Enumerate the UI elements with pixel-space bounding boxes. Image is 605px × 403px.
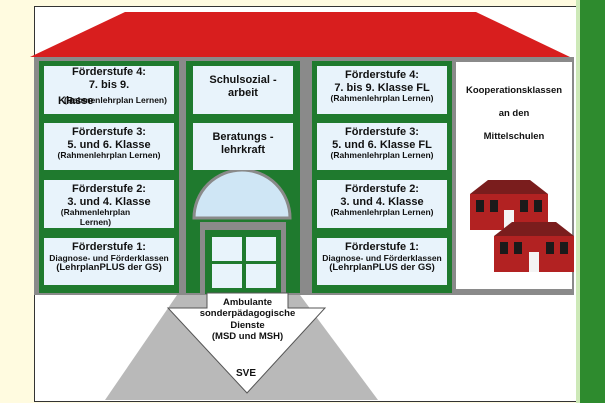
counselor-box: Beratungs - lehrkraft (193, 123, 293, 170)
left-stage-3-line: 5. und 6. Klasse (67, 138, 151, 151)
right-stage-1-line: Diagnose- und Förderklassen (322, 252, 442, 263)
cooperation-line-1: Kooperationsklassen (465, 85, 563, 96)
ambulant-services-label: Ambulante sonderpädagogische Dienste (MS… (170, 297, 325, 343)
right-stage-4-title: Förderstufe 4: (345, 69, 419, 81)
ambulant-line-3: Dienste (230, 319, 265, 331)
ambulant-line-2: sonderpädagogische (199, 308, 296, 320)
left-stage-3-box: Förderstufe 3: 5. und 6. Klasse (Rahmenl… (44, 123, 174, 170)
cooperation-line-3: Mittelschulen (483, 131, 545, 142)
left-stage-3-title: Förderstufe 3: (72, 126, 146, 138)
right-stage-3-line: 5. und 6. Klasse FL (332, 138, 432, 151)
left-stage-2-box: Förderstufe 2: 3. und 4. Klasse (Rahmenl… (44, 180, 174, 228)
ambulant-line-4: (MSD und MSH) (211, 331, 284, 343)
right-stage-1-title: Förderstufe 1: (345, 241, 419, 253)
right-green-bar-inner (576, 0, 580, 403)
right-stage-4-note: (Rahmenlehrplan Lernen) (330, 93, 434, 104)
left-stage-1-title: Förderstufe 1: (72, 241, 146, 253)
right-stage-2-line: 3. und 4. Klasse (340, 195, 424, 208)
roof (30, 12, 570, 57)
left-stage-2-note: (Rahmenlehrplan Lernen) (60, 207, 131, 228)
sve-label: SVE (235, 368, 256, 379)
left-stage-4-line-2: Klasse (58, 95, 94, 107)
social-work-box: Schulsozial - arbeit (193, 66, 293, 114)
left-stage-4-box: Förderstufe 4: 7. bis 9. Klasse (Rahmenl… (44, 66, 174, 114)
left-stage-2-line: 3. und 4. Klasse (67, 195, 151, 208)
school-icon-2 (494, 222, 574, 272)
arch-window (192, 168, 292, 220)
cooperation-label: Kooperationsklassen an den Mittelschulen (457, 85, 571, 142)
counselor-line-1: Beratungs - (212, 131, 274, 143)
right-stage-4-box: Förderstufe 4: 7. bis 9. Klasse FL (Rahm… (317, 66, 447, 114)
right-stage-1-box: Förderstufe 1: Diagnose- und Förderklass… (317, 238, 447, 285)
left-stage-4-title: Förderstufe 4: (72, 66, 146, 78)
left-stage-1-box: Förderstufe 1: Diagnose- und Förderklass… (44, 238, 174, 285)
left-stage-4-note: (Rahmenlehrplan Lernen) (64, 95, 167, 105)
right-green-bar (580, 0, 605, 403)
right-stage-4-line: 7. bis 9. Klasse FL (334, 81, 430, 94)
left-stage-1-note: (LehrplanPLUS der GS) (56, 262, 162, 274)
right-stage-2-title: Förderstufe 2: (345, 183, 419, 195)
left-stage-3-note: (Rahmenlehrplan Lernen) (57, 150, 161, 161)
right-stage-3-note: (Rahmenlehrplan Lernen) (330, 150, 434, 161)
cooperation-line-2: an den (498, 108, 530, 119)
social-work-line-2: arbeit (228, 86, 258, 99)
left-stage-4-line-1: 7. bis 9. (88, 78, 130, 91)
social-work-line-1: Schulsozial - (209, 74, 277, 86)
right-stage-2-note: (Rahmenlehrplan Lernen) (330, 207, 434, 218)
ambulant-line-1: Ambulante (222, 297, 273, 308)
counselor-line-2: lehrkraft (220, 143, 266, 156)
right-stage-3-box: Förderstufe 3: 5. und 6. Klasse FL (Rahm… (317, 123, 447, 170)
down-arrow (166, 292, 327, 394)
right-stage-1-note: (LehrplanPLUS der GS) (329, 262, 435, 274)
left-stage-2-title: Förderstufe 2: (72, 183, 146, 195)
right-stage-2-box: Förderstufe 2: 3. und 4. Klasse (Rahmenl… (317, 180, 447, 228)
left-stage-1-line: Diagnose- und Förderklassen (49, 252, 169, 263)
right-stage-3-title: Förderstufe 3: (345, 126, 419, 138)
